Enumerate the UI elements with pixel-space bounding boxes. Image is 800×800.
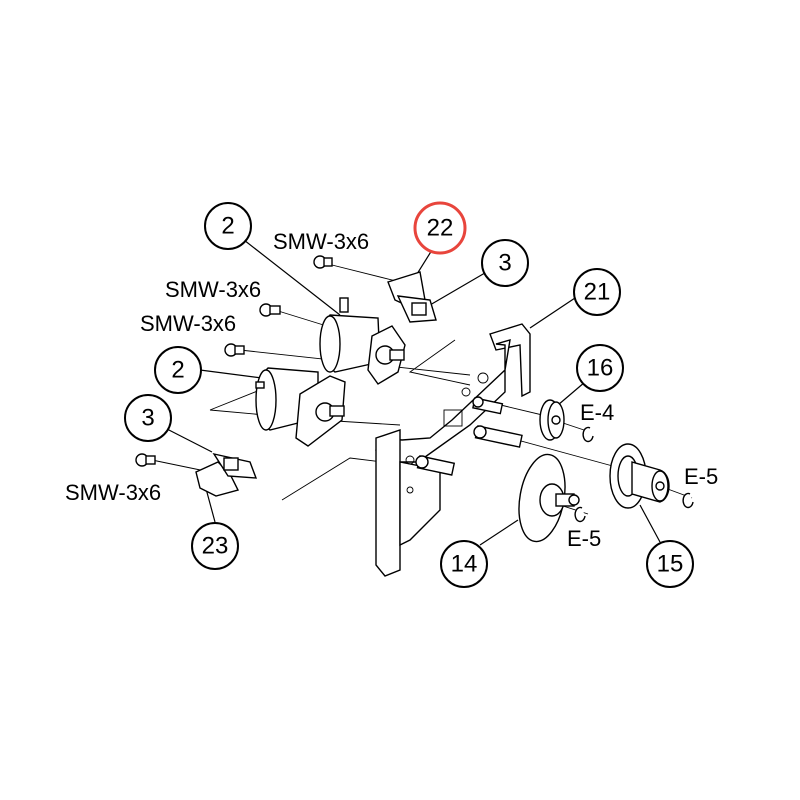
callout-3-top: 3 xyxy=(481,239,529,287)
e-ring-e5-bottom xyxy=(574,506,586,523)
svg-text:3: 3 xyxy=(498,250,511,277)
label-smw-2: SMW-3x6 xyxy=(165,277,261,302)
svg-text:21: 21 xyxy=(584,279,611,306)
callout-2-middle: 2 xyxy=(154,346,202,394)
shaft-upper xyxy=(472,396,504,415)
callout-23: 23 xyxy=(191,522,239,570)
label-e5-right: E-5 xyxy=(684,464,718,489)
shaft-lower xyxy=(415,455,456,476)
callout-2-top: 2 xyxy=(204,202,252,250)
svg-text:2: 2 xyxy=(221,213,234,240)
callout-15: 15 xyxy=(646,540,694,588)
screw-smw-4 xyxy=(135,453,156,467)
shaft-middle xyxy=(473,425,523,448)
e-ring-e5-right xyxy=(682,492,694,509)
callout-16: 16 xyxy=(576,344,624,392)
disc-14 xyxy=(518,453,580,543)
svg-text:16: 16 xyxy=(587,355,614,382)
svg-text:2: 2 xyxy=(171,357,184,384)
screw-smw-2 xyxy=(259,303,281,317)
motor-middle xyxy=(255,367,346,447)
callout-3-left: 3 xyxy=(124,394,172,442)
label-smw-4: SMW-3x6 xyxy=(65,480,161,505)
label-e5-bottom: E-5 xyxy=(567,526,601,551)
sensor-bracket-left xyxy=(195,452,258,497)
screw-smw-3 xyxy=(224,343,245,357)
label-smw-3: SMW-3x6 xyxy=(140,311,236,336)
motor-top xyxy=(319,297,406,385)
svg-text:14: 14 xyxy=(451,551,478,578)
svg-text:23: 23 xyxy=(202,533,229,560)
label-e4: E-4 xyxy=(580,400,614,425)
pulley-15 xyxy=(609,443,670,509)
label-smw-1: SMW-3x6 xyxy=(273,229,369,254)
callout-14: 14 xyxy=(440,540,488,588)
sensor-bracket-top xyxy=(387,271,437,323)
callout-21: 21 xyxy=(573,268,621,316)
callout-22: 22 xyxy=(413,201,467,255)
svg-text:22: 22 xyxy=(427,215,454,242)
svg-text:15: 15 xyxy=(657,551,684,578)
svg-text:3: 3 xyxy=(141,405,154,432)
washer-16 xyxy=(539,399,565,441)
screw-smw-1 xyxy=(313,255,333,269)
e-ring-e4 xyxy=(582,426,594,443)
